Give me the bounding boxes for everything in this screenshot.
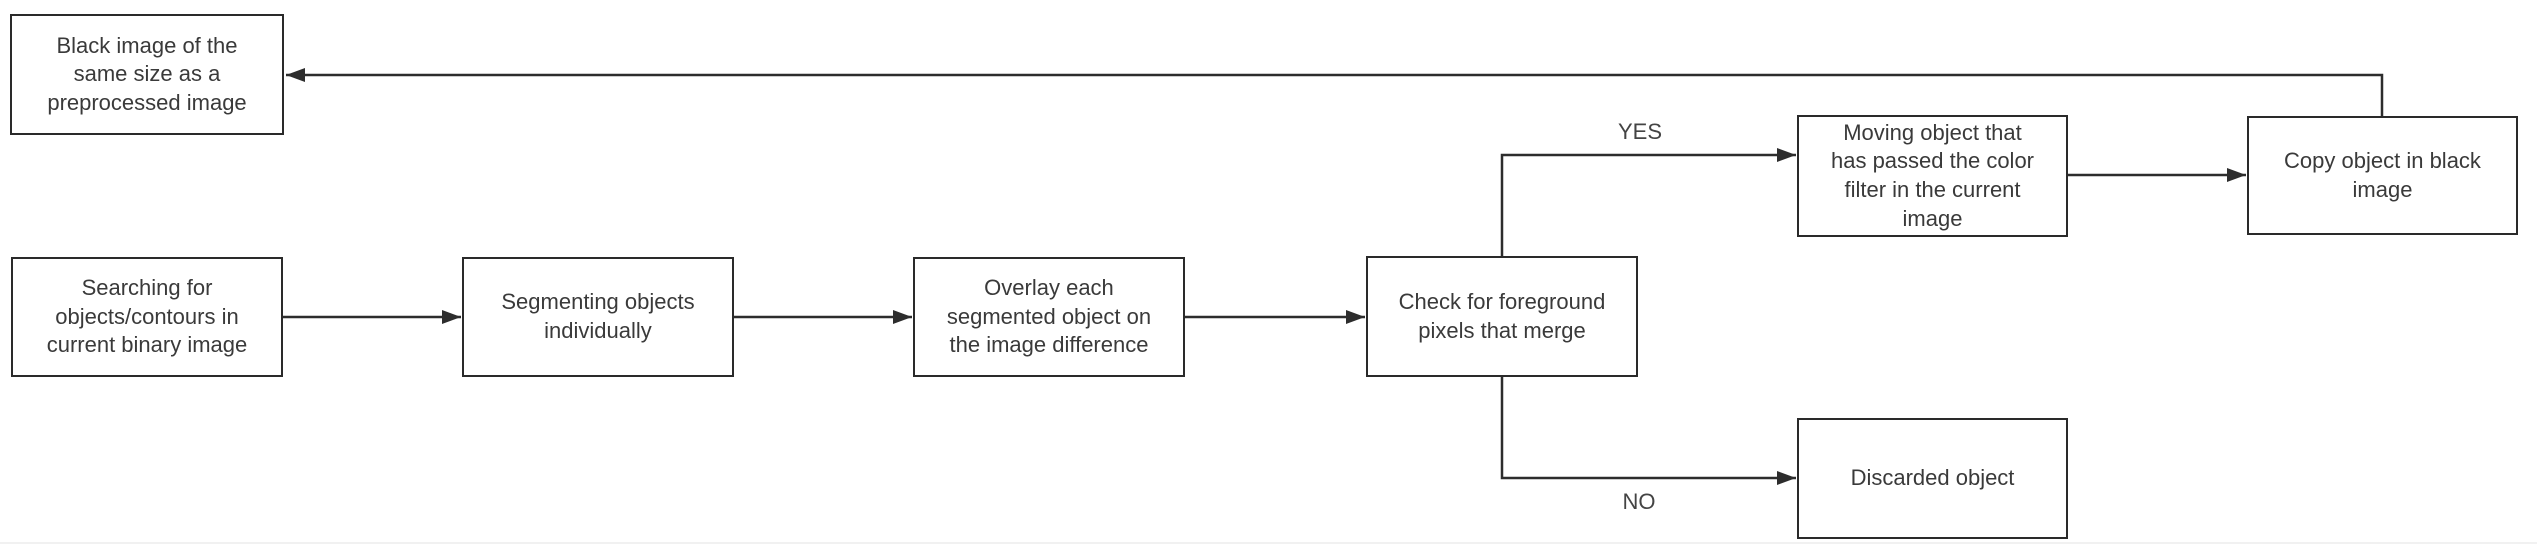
- edge-check-no-to-discarded-object: [1500, 377, 1796, 485]
- branch-label-yes: YES: [1617, 119, 1663, 144]
- branch-label-no: NO: [1622, 489, 1656, 514]
- canvas-bottom-divider: [0, 542, 2537, 544]
- node-searching-objects: Searching for objects/contours in curren…: [11, 257, 283, 377]
- node-black-image: Black image of the same size as a prepro…: [10, 14, 284, 135]
- node-discarded-object: Discarded object: [1797, 418, 2068, 539]
- edge-copy-object-to-black-image: [286, 68, 2384, 117]
- node-overlay-segmented-object: Overlay each segmented object on the ima…: [913, 257, 1185, 377]
- node-segmenting-objects: Segmenting objects individually: [462, 257, 734, 377]
- edge-check-yes-to-moving-object: [1500, 148, 1796, 256]
- node-check-foreground-pixels: Check for foreground pixels that merge: [1366, 256, 1638, 377]
- node-moving-object-passed-filter: Moving object that has passed the color …: [1797, 115, 2068, 237]
- node-copy-object-black-image: Copy object in black image: [2247, 116, 2518, 235]
